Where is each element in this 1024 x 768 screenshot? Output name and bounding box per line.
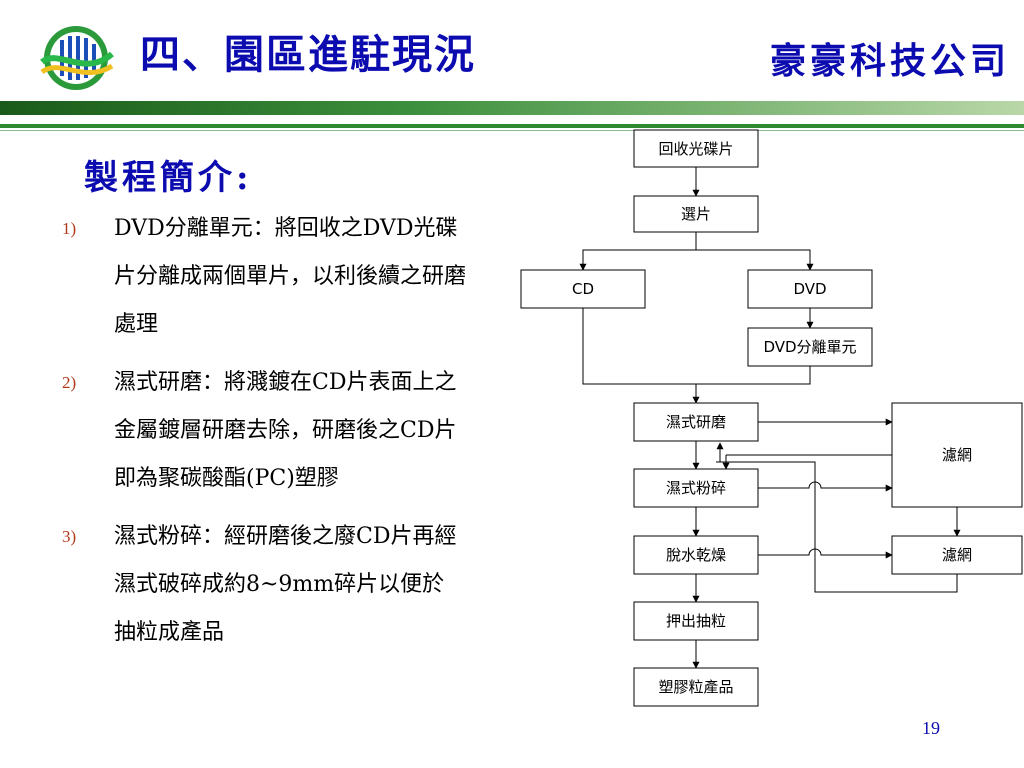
label-select: 選片	[681, 205, 711, 223]
list-item: 3) 濕式粉碎：經研磨後之廢CD片再經濕式破碎成約8~9mm碎片以便於抽粒成產品	[62, 513, 466, 657]
label-extrude: 押出抽粒	[666, 612, 726, 630]
box-recycle	[633, 129, 759, 168]
label-dvd-unit: DVD分離單元	[763, 338, 856, 356]
item-number: 3)	[62, 527, 77, 546]
section-subtitle: 製程簡介:	[84, 158, 253, 198]
company-logo	[40, 26, 114, 90]
label-recycle: 回收光碟片	[658, 140, 733, 158]
label-filter-2: 濾網	[942, 546, 972, 564]
list-item: 1) DVD分離單元：將回收之DVD光碟片分離成兩個單片，以利後續之研磨處理	[62, 205, 466, 349]
box-filter-1	[891, 402, 1023, 508]
company-name: 豪豪科技公司	[769, 40, 1010, 82]
item-text: 濕式研磨：將濺鍍在CD片表面上之金屬鍍層研磨去除，研磨後之CD片即為聚碳酸酯(P…	[114, 370, 457, 491]
label-dvd: DVD	[793, 280, 826, 298]
box-select	[633, 195, 759, 233]
item-number: 2)	[62, 373, 77, 392]
box-dvd	[747, 269, 873, 309]
page-number: 19	[922, 718, 940, 738]
label-crush: 濕式粉碎	[666, 479, 726, 497]
item-text: 濕式粉碎：經研磨後之廢CD片再經濕式破碎成約8~9mm碎片以便於抽粒成產品	[114, 524, 457, 645]
slide-title: 四、園區進駐現況	[140, 31, 476, 78]
process-list: 1) DVD分離單元：將回收之DVD光碟片分離成兩個單片，以利後續之研磨處理 2…	[62, 205, 466, 667]
box-product	[633, 667, 759, 707]
label-filter-1: 濾網	[942, 446, 972, 464]
item-number: 1)	[62, 219, 77, 238]
header-rule	[0, 124, 1024, 128]
header-rule-thin	[0, 130, 1024, 131]
header-bar	[0, 101, 1024, 115]
label-dewater: 脫水乾燥	[666, 546, 726, 564]
item-text: DVD分離單元：將回收之DVD光碟片分離成兩個單片，以利後續之研磨處理	[114, 216, 467, 337]
box-cd	[520, 269, 646, 309]
box-extrude	[633, 601, 759, 641]
box-dvd-unit	[747, 327, 873, 367]
label-grind: 濕式研磨	[666, 413, 726, 431]
list-item: 2) 濕式研磨：將濺鍍在CD片表面上之金屬鍍層研磨去除，研磨後之CD片即為聚碳酸…	[62, 359, 466, 503]
label-cd: CD	[572, 280, 594, 298]
box-grind	[633, 402, 759, 442]
label-product: 塑膠粒產品	[658, 678, 733, 696]
